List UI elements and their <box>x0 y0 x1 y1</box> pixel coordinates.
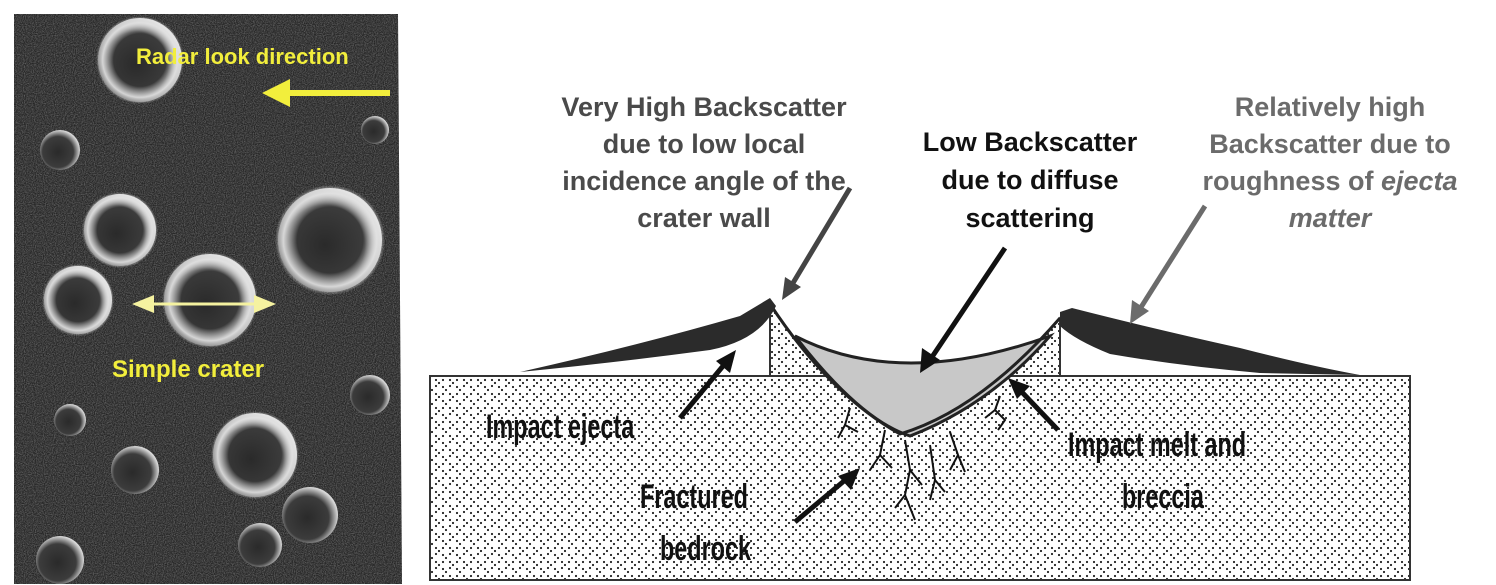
impact-ejecta-pointer <box>678 358 730 420</box>
wall-label-line-3: incidence angle of the <box>562 166 846 196</box>
floor-label: Low Backscatter due to diffuse scatterin… <box>923 127 1138 233</box>
ejecta-roughness-line-1: Relatively high <box>1235 92 1426 122</box>
fractured-bedrock-label: Fractured bedrock <box>640 478 751 569</box>
floor-pointer <box>927 246 1008 362</box>
crater-field <box>36 16 390 584</box>
wall-pointer <box>787 186 853 290</box>
ejecta-roughness-line-4: matter <box>1289 203 1373 233</box>
ejecta-roughness-label: Relatively high Backscatter due to rough… <box>1202 92 1457 233</box>
impact-ejecta-label: Impact ejecta <box>486 408 635 447</box>
radar-look-direction-arrow <box>262 79 390 107</box>
radar-look-direction-label: Radar look direction <box>136 44 349 69</box>
wall-label-line-2: due to low local <box>603 129 806 159</box>
left-ejecta <box>520 298 776 372</box>
simple-crater-label: Simple crater <box>112 356 264 383</box>
floor-label-line-1: Low Backscatter <box>923 127 1138 157</box>
impact-melt-line-2: breccia <box>1122 478 1204 517</box>
fractured-line-2: bedrock <box>660 530 751 569</box>
crater-cross-section <box>429 186 1411 581</box>
wall-label-line-4: crater wall <box>637 203 771 233</box>
fractures <box>837 395 1007 521</box>
radar-image: Radar look direction Simple crater <box>0 0 410 585</box>
floor-label-line-3: scattering <box>965 203 1094 233</box>
ejecta-roughness-line-3: roughness of ejecta <box>1202 166 1457 196</box>
wall-label: Very High Backscatter due to low local i… <box>561 92 847 233</box>
impact-melt-line-1: Impact melt and <box>1068 426 1246 465</box>
right-ejecta <box>1060 308 1360 375</box>
crater-width-arrow <box>132 295 276 313</box>
melt-pointer <box>1016 386 1060 432</box>
impact-melt-label: Impact melt and breccia <box>1068 426 1246 517</box>
fractured-pointer <box>793 474 852 524</box>
wall-label-line-1: Very High Backscatter <box>561 92 847 122</box>
fractured-line-1: Fractured <box>640 478 748 517</box>
ejecta-roughness-pointer <box>1135 204 1208 314</box>
floor-label-line-2: due to diffuse <box>942 165 1119 195</box>
ejecta-roughness-line-2: Backscatter due to <box>1209 129 1451 159</box>
